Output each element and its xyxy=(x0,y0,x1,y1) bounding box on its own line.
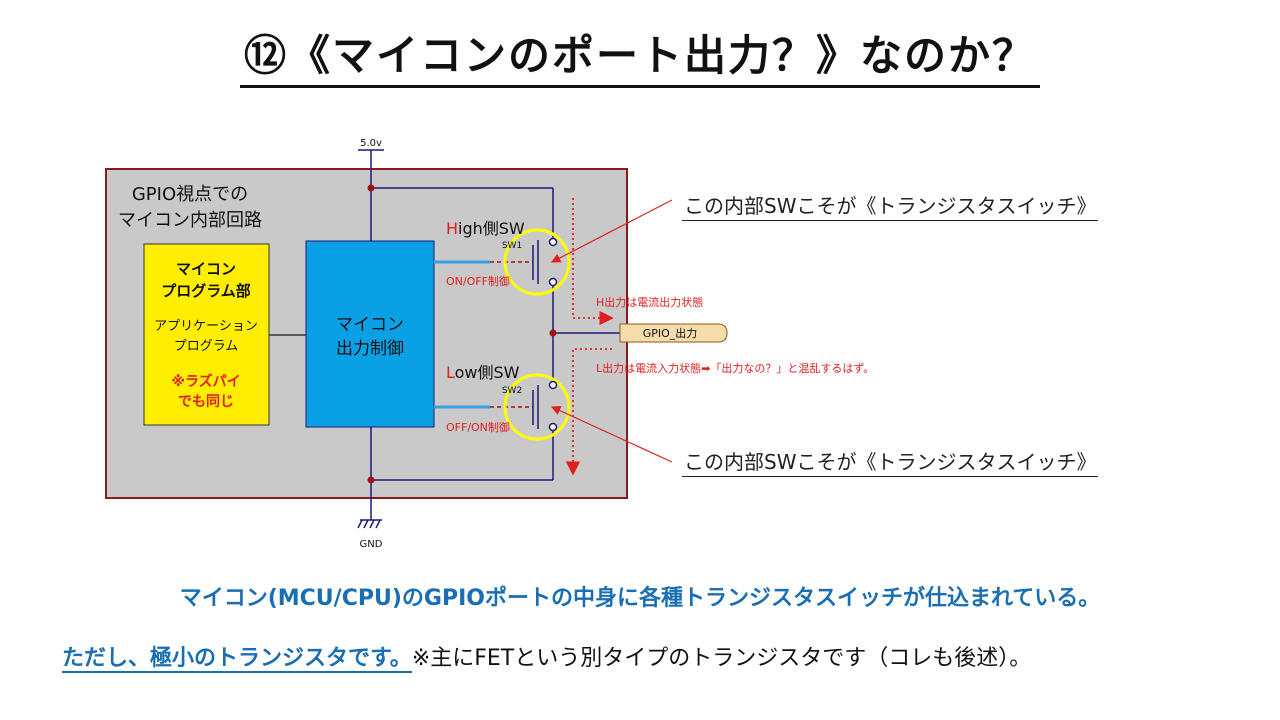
app-line2: プログラム部 xyxy=(161,282,251,300)
summary-line-1: マイコン(MCU/CPU)のGPIOポートの中身に各種トランジスタスイッチが仕込… xyxy=(179,586,1101,611)
sw2-label: SW2 xyxy=(502,386,522,396)
h-current-arrow xyxy=(572,198,614,326)
app-note2: でも同じ xyxy=(178,394,234,410)
high-ctrl-label: ON/OFF制御 xyxy=(446,274,510,288)
low-sw-title: Low側SW xyxy=(446,363,520,382)
summary-line-2: ただし、極小のトランジスタです。※主にFETという別タイプのトランジスタです（コ… xyxy=(62,640,1032,673)
ctrl-line1: マイコン xyxy=(336,315,404,335)
sw2-contact xyxy=(548,422,558,432)
app-line1: マイコン xyxy=(176,260,236,278)
sw2-contact xyxy=(548,380,558,390)
app-note1: ※ラズパイ xyxy=(171,373,240,390)
gpio-output-label: GPIO_出力 xyxy=(643,326,698,340)
ctrl-line2: 出力制御 xyxy=(336,339,404,359)
gpio-output-tag xyxy=(619,323,728,343)
low-switch-highlight xyxy=(503,373,571,441)
l-output-note: L出力は電流入力状態➡「出力なの？」と混乱するはず。 xyxy=(596,361,874,375)
app-line3: アプリケーション xyxy=(154,319,258,334)
gnd-symbol xyxy=(357,519,382,529)
callout-arrow-bottom xyxy=(550,406,673,463)
callout-top: この内部SWこそが《トランジスタスイッチ》 xyxy=(682,190,1099,221)
gnd-label: GND xyxy=(360,539,383,550)
page-title: ⑫《マイコンのポート出力？》なのか？ xyxy=(239,22,1040,88)
app-line4: プログラム xyxy=(174,339,239,354)
junction-dot xyxy=(367,476,375,484)
sw1-contact xyxy=(548,237,558,247)
output-control-box xyxy=(305,240,435,428)
sw1-label: SW1 xyxy=(502,241,522,251)
callout-arrow-top xyxy=(550,199,673,263)
high-sw-title: High側SW xyxy=(446,219,525,238)
summary-line-2-rest: ※主にFETという別タイプのトランジスタです（コレも後述）。 xyxy=(411,646,1032,671)
junction-dot xyxy=(549,329,557,337)
junction-dot xyxy=(367,184,375,192)
low-ctrl-label: OFF/ON制御 xyxy=(446,420,510,434)
summary-line-2-underlined: ただし、極小のトランジスタです。 xyxy=(62,646,412,673)
high-switch-highlight xyxy=(503,228,571,296)
vcc-label: 5.0v xyxy=(360,138,382,149)
callout-bottom: この内部SWこそが《トランジスタスイッチ》 xyxy=(682,446,1099,477)
page-title-wrap: ⑫《マイコンのポート出力？》なのか？ xyxy=(0,22,1280,88)
gpio-view-label-2: マイコン内部回路 xyxy=(118,210,262,231)
h-output-note: H出力は電流出力状態 xyxy=(596,295,703,309)
gpio-view-label-1: GPIO視点での xyxy=(132,184,248,205)
sw1-contact xyxy=(548,277,558,287)
